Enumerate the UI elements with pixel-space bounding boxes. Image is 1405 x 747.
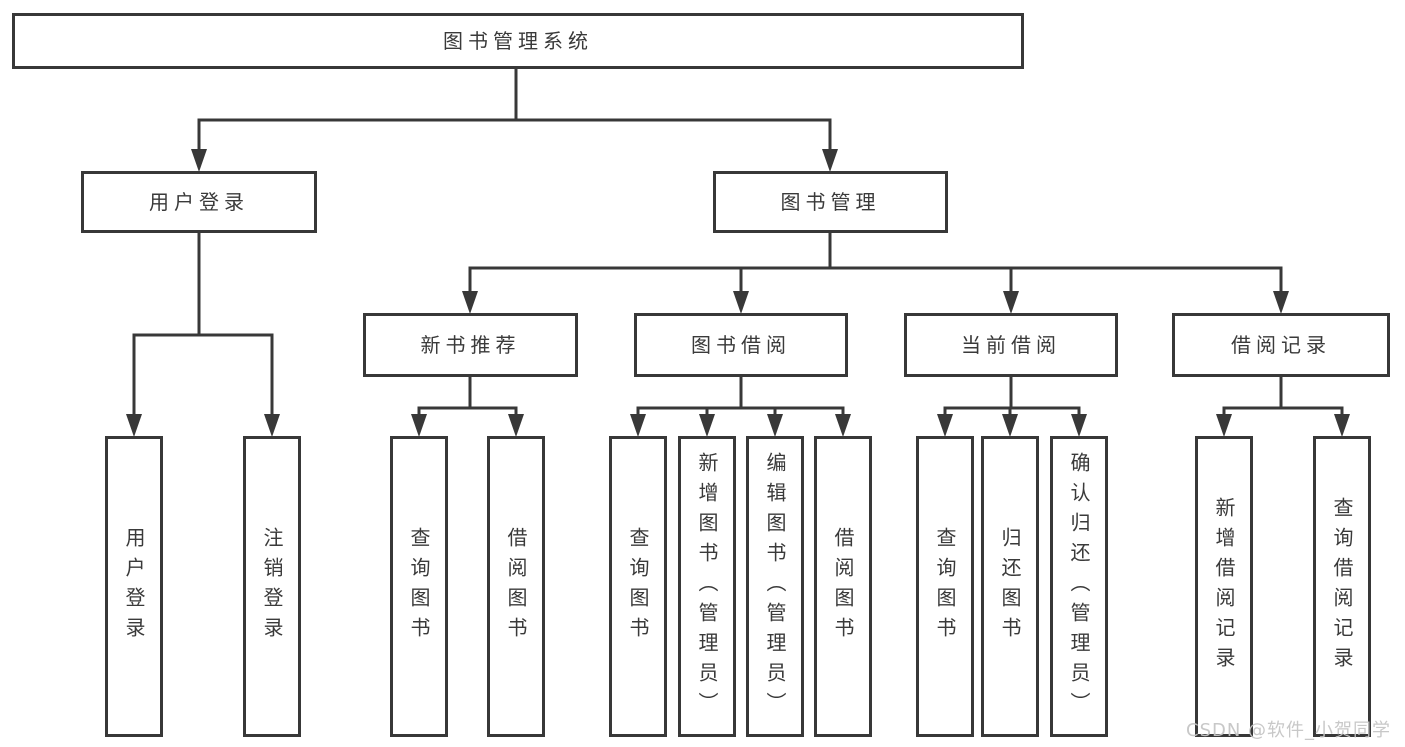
leaf-add-borrow-record-label: 新增借阅记录 [1212,496,1236,677]
node-user-login: 用户登录 [81,171,317,233]
leaf-query-book-borrow-label: 查询图书 [626,526,650,647]
node-new-book-recommend-label: 新书推荐 [420,333,521,357]
node-book-management-label: 图书管理 [780,190,881,214]
node-user-login-label: 用户登录 [149,190,249,214]
node-new-book-recommend: 新书推荐 [363,313,578,377]
node-book-borrow: 图书借阅 [634,313,848,377]
leaf-return-book: 归还图书 [981,436,1039,737]
node-root: 图书管理系统 [12,13,1024,69]
node-book-management: 图书管理 [713,171,948,233]
leaf-query-book-recommend-label: 查询图书 [407,526,431,647]
leaf-return-book-label: 归还图书 [998,526,1022,647]
node-borrow-records-label: 借阅记录 [1231,333,1331,357]
leaf-user-login-label: 用户登录 [122,526,146,647]
csdn-watermark: CSDN @软件_小贺同学 [1186,720,1392,741]
leaf-borrow-book-label: 借阅图书 [831,526,855,647]
leaf-borrow-book-recommend-label: 借阅图书 [504,526,528,647]
node-current-borrow: 当前借阅 [904,313,1118,377]
leaf-add-book-admin-label: 新增图书（管理员） [695,451,719,722]
leaf-query-book-recommend: 查询图书 [390,436,448,737]
leaf-borrow-book-recommend: 借阅图书 [487,436,545,737]
leaf-query-book-current: 查询图书 [916,436,974,737]
node-root-label: 图书管理系统 [443,29,593,53]
node-borrow-records: 借阅记录 [1172,313,1390,377]
leaf-query-book-current-label: 查询图书 [933,526,957,647]
leaf-confirm-return-admin: 确认归还（管理员） [1050,436,1108,737]
leaf-query-borrow-record-label: 查询借阅记录 [1330,496,1354,677]
node-current-borrow-label: 当前借阅 [961,333,1061,357]
connector-stems [132,69,1344,415]
leaf-confirm-return-admin-label: 确认归还（管理员） [1067,451,1091,722]
leaf-logout: 注销登录 [243,436,301,737]
node-book-borrow-label: 图书借阅 [691,333,791,357]
leaf-add-borrow-record: 新增借阅记录 [1195,436,1253,737]
leaf-query-book-borrow: 查询图书 [609,436,667,737]
leaf-borrow-book: 借阅图书 [814,436,872,737]
leaf-user-login: 用户登录 [105,436,163,737]
leaf-edit-book-admin-label: 编辑图书（管理员） [763,451,787,722]
leaf-edit-book-admin: 编辑图书（管理员） [746,436,804,737]
leaf-add-book-admin: 新增图书（管理员） [678,436,736,737]
leaf-logout-label: 注销登录 [260,526,284,647]
leaf-query-borrow-record: 查询借阅记录 [1313,436,1371,737]
arrowheads [126,149,1350,437]
